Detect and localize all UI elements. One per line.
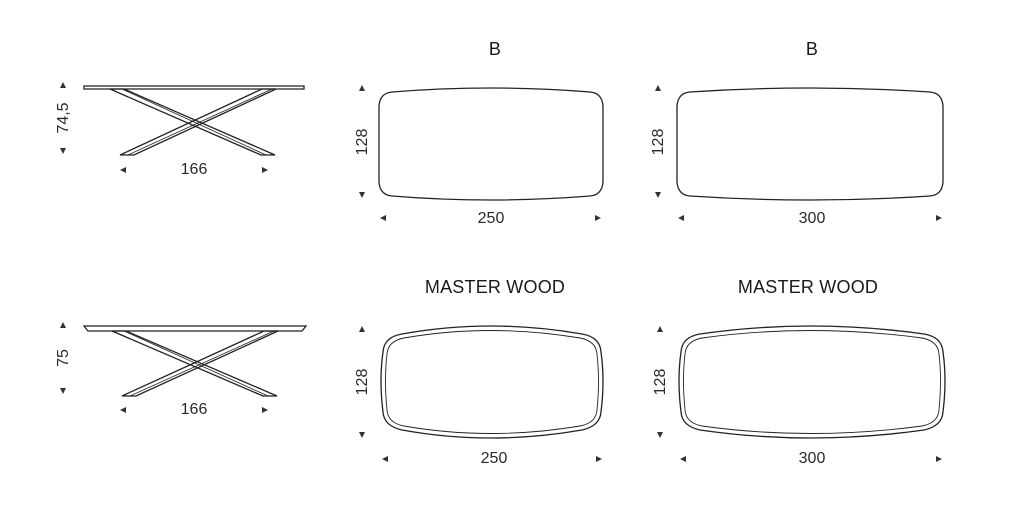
tabletop-profile-top	[83, 85, 305, 90]
plan-bottom-mid-depth-label: 128	[354, 368, 371, 396]
side-view-top	[83, 85, 305, 156]
header-bottom-mid: MASTER WOOD	[424, 277, 566, 297]
side-width-arrows-top	[120, 167, 268, 173]
plan-bottom-mid-width-label: 250	[480, 450, 508, 467]
plan-bottom-right-depth-label: 128	[652, 368, 669, 396]
side-height-arrows-top	[60, 82, 66, 154]
plan-bottom-mid-outline	[380, 325, 604, 439]
side-view-bottom	[82, 325, 308, 397]
plan-top-mid-arrows	[359, 85, 601, 221]
plan-top-right-depth-label: 128	[650, 128, 667, 156]
plan-bottom-mid-arrows	[359, 326, 602, 462]
plan-top-mid-width-label: 250	[477, 210, 505, 227]
plan-top-right-width-label: 300	[798, 210, 826, 227]
side-top-width-label: 166	[180, 161, 208, 178]
plan-top-right-arrows	[655, 85, 942, 221]
plan-bottom-right-arrows	[657, 326, 942, 462]
leg-a-inner-bottom	[118, 330, 269, 397]
side-top-height-label: 74,5	[55, 102, 72, 134]
side-width-arrows-bottom	[120, 407, 268, 413]
side-height-arrows-bottom	[60, 322, 66, 394]
plan-bottom-right-width-label: 300	[798, 450, 826, 467]
plan-top-mid-depth-label: 128	[354, 128, 371, 156]
plan-bottom-right-outline	[678, 325, 946, 439]
plan-top-mid-outline	[378, 87, 604, 201]
leg-b-inner-top	[122, 88, 273, 156]
side-bottom-width-label: 166	[180, 401, 208, 418]
leg-a-inner-top	[116, 88, 267, 156]
tabletop-profile-bottom	[82, 325, 308, 332]
header-top-mid: B	[488, 39, 502, 59]
plan-top-right-outline	[676, 87, 944, 201]
side-bottom-height-label: 75	[55, 349, 72, 367]
leg-b-inner-bottom	[124, 330, 275, 397]
header-bottom-right: MASTER WOOD	[737, 277, 879, 297]
header-top-right: B	[805, 39, 819, 59]
